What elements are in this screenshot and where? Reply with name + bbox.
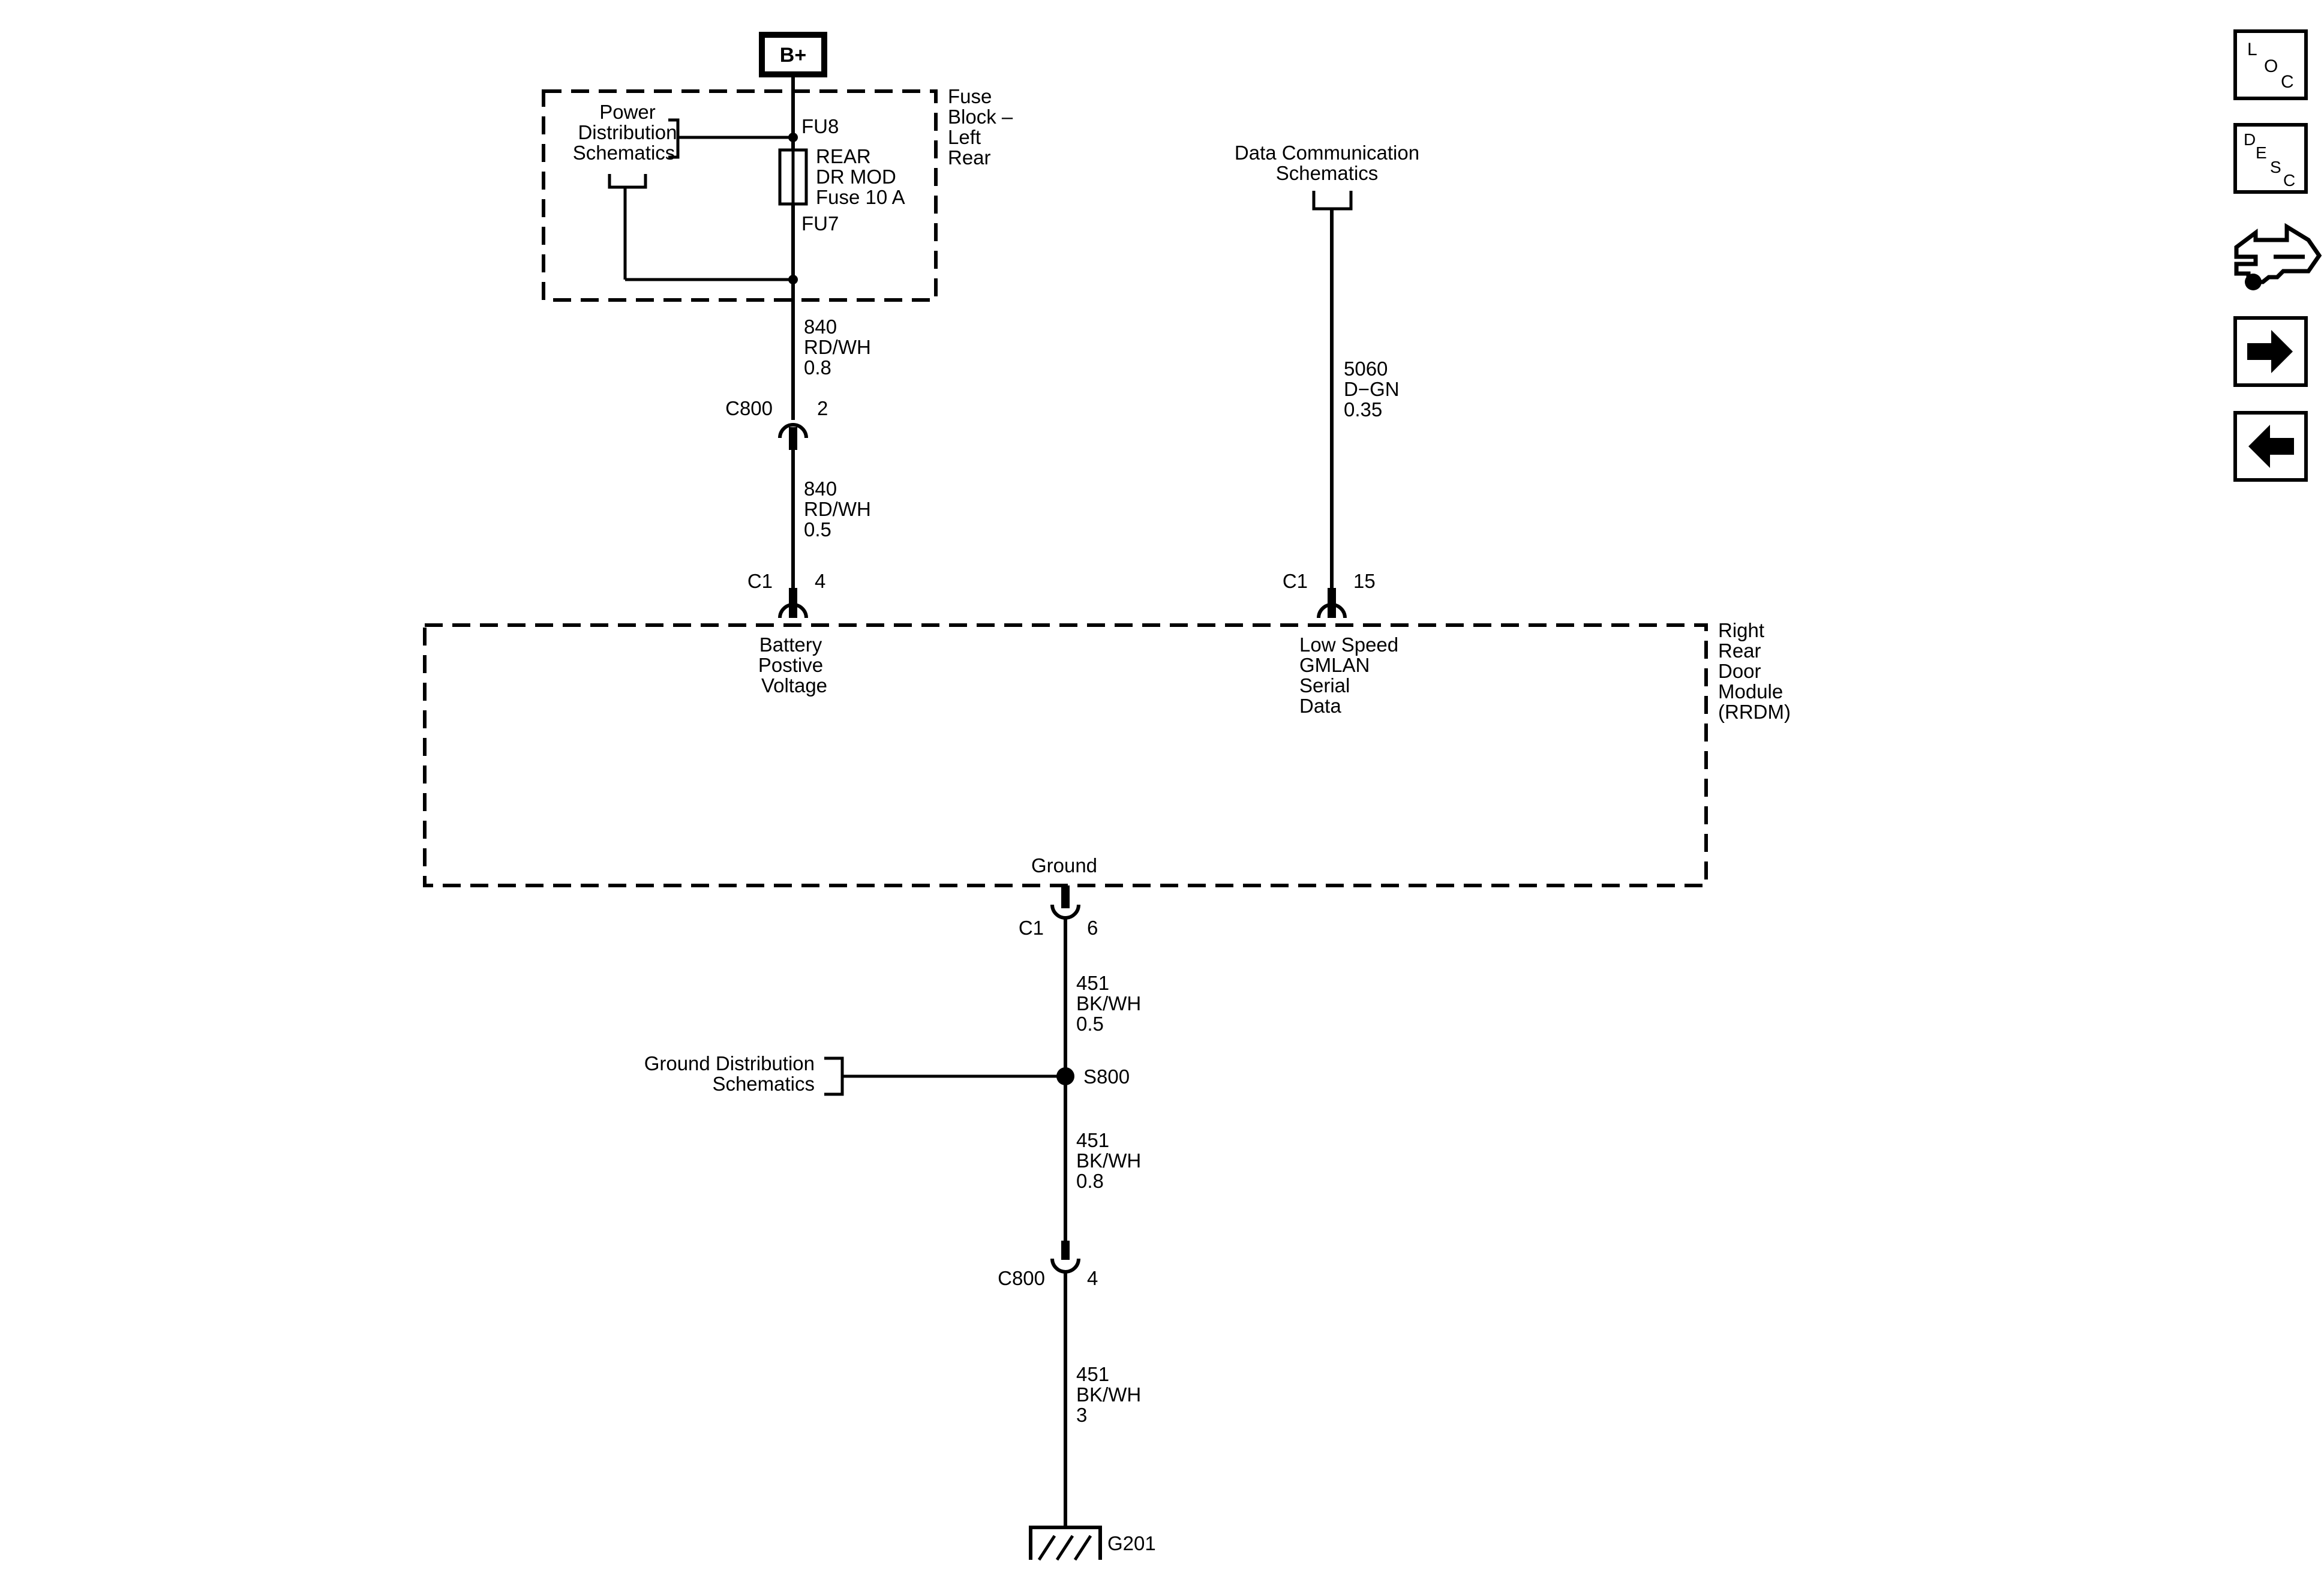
wire-451-label-a: 451 BK/WH 0.5 (1076, 972, 1141, 1035)
svg-text:3: 3 (1076, 1404, 1087, 1426)
rrdm-pin-low-speed-gmlan: Low Speed GMLAN Serial Data (1299, 634, 1398, 717)
svg-text:Battery: Battery (759, 634, 822, 656)
splice-s800 (1056, 1067, 1074, 1085)
svg-text:Right: Right (1718, 619, 1764, 641)
fuse-label: REAR DR MOD Fuse 10 A (816, 145, 905, 208)
svg-text:451: 451 (1076, 1363, 1109, 1385)
svg-text:L: L (2247, 40, 2257, 59)
svg-text:451: 451 (1076, 1129, 1109, 1151)
svg-text:C1: C1 (747, 570, 773, 592)
svg-text:0.8: 0.8 (1076, 1170, 1104, 1192)
svg-text:C800: C800 (725, 397, 773, 419)
svg-text:Module: Module (1718, 680, 1783, 703)
svg-text:C1: C1 (1283, 570, 1308, 592)
next-button[interactable] (2233, 316, 2308, 387)
svg-text:Distribution: Distribution (578, 121, 677, 143)
svg-text:Left: Left (948, 126, 981, 148)
svg-text:GMLAN: GMLAN (1299, 654, 1370, 676)
rrdm-pin-battery-positive: Battery Postive Voltage (758, 634, 827, 697)
svg-text:4: 4 (1087, 1267, 1098, 1289)
location-button[interactable]: L O C (2233, 29, 2308, 100)
svg-text:0.5: 0.5 (1076, 1013, 1104, 1035)
svg-text:840: 840 (804, 478, 837, 500)
svg-text:Low Speed: Low Speed (1299, 634, 1398, 656)
svg-text:BK/WH: BK/WH (1076, 992, 1141, 1014)
svg-text:Door: Door (1718, 660, 1761, 682)
ground-label: G201 (1107, 1532, 1156, 1554)
fuse-terminal-fu8: FU8 (801, 115, 839, 137)
fuse-block-outline (542, 89, 938, 302)
svg-text:0.35: 0.35 (1344, 398, 1382, 421)
wire-5060-label: 5060 D−GN 0.35 (1344, 358, 1400, 421)
svg-text:REAR: REAR (816, 145, 871, 167)
svg-text:DR MOD: DR MOD (816, 166, 896, 188)
connector-c1-pin4[interactable]: C1 4 (747, 570, 826, 619)
svg-text:Rear: Rear (948, 146, 991, 169)
ground-distribution-link[interactable]: Ground Distribution Schematics (644, 1052, 815, 1095)
svg-text:4: 4 (815, 570, 825, 592)
svg-text:15: 15 (1353, 570, 1376, 592)
battery-label: B+ (780, 44, 806, 67)
svg-text:(RRDM): (RRDM) (1718, 701, 1791, 723)
svg-text:Voltage: Voltage (761, 674, 827, 697)
power-distribution-link[interactable]: Power Distribution Schematics (573, 101, 677, 164)
connector-end-view-icon[interactable] (2234, 223, 2322, 290)
svg-text:Data: Data (1299, 695, 1341, 717)
svg-text:Power: Power (599, 101, 656, 123)
svg-text:Data Communication: Data Communication (1235, 142, 1419, 164)
connector-c800-pin4[interactable]: C800 4 (998, 1241, 1098, 1289)
svg-text:451: 451 (1076, 972, 1109, 994)
svg-text:5060: 5060 (1344, 358, 1388, 380)
description-button[interactable]: D E S C (2233, 123, 2308, 194)
svg-text:O: O (2264, 56, 2278, 76)
svg-text:C: C (2281, 72, 2294, 92)
svg-text:Schematics: Schematics (573, 142, 675, 164)
connector-c1-pin15[interactable]: C1 15 (1283, 570, 1376, 619)
svg-text:0.5: 0.5 (804, 518, 831, 541)
arrow-right-icon (2247, 330, 2293, 373)
rrdm-pin-ground: Ground (1031, 854, 1097, 876)
svg-text:Fuse: Fuse (948, 85, 992, 107)
svg-text:C: C (2283, 171, 2295, 190)
wire-451-label-c: 451 BK/WH 3 (1076, 1363, 1141, 1426)
ground-g201-icon (1029, 1526, 1102, 1561)
svg-text:Ground Distribution: Ground Distribution (644, 1052, 815, 1074)
arrow-left-icon (2248, 425, 2294, 468)
connector-c800-pin2[interactable]: C800 2 (725, 397, 828, 450)
svg-text:BK/WH: BK/WH (1076, 1383, 1141, 1406)
battery-positive-terminal: B+ (759, 32, 827, 77)
connector-c1-pin6[interactable]: C1 6 (1019, 885, 1098, 939)
wire-451-label-b: 451 BK/WH 0.8 (1076, 1129, 1141, 1192)
svg-text:S: S (2270, 158, 2281, 176)
svg-text:C1: C1 (1019, 917, 1044, 939)
rrdm-module-outline (423, 623, 1708, 887)
wire-840-label-upper: 840 RD/WH 0.8 (804, 316, 871, 379)
svg-text:D: D (2244, 130, 2256, 149)
svg-text:RD/WH: RD/WH (804, 336, 871, 358)
svg-text:0.8: 0.8 (804, 356, 831, 379)
svg-text:Schematics: Schematics (712, 1073, 815, 1095)
svg-text:6: 6 (1087, 917, 1098, 939)
svg-text:D−GN: D−GN (1344, 378, 1400, 400)
svg-text:840: 840 (804, 316, 837, 338)
splice-label: S800 (1083, 1065, 1130, 1088)
svg-text:Fuse 10 A: Fuse 10 A (816, 186, 905, 208)
svg-text:2: 2 (817, 397, 828, 419)
svg-text:Schematics: Schematics (1276, 162, 1379, 184)
rrdm-module-label: Right Rear Door Module (RRDM) (1718, 619, 1791, 723)
wire-840-label-lower: 840 RD/WH 0.5 (804, 478, 871, 541)
svg-text:Block –: Block – (948, 106, 1013, 128)
svg-text:Rear: Rear (1718, 640, 1761, 662)
svg-text:E: E (2256, 143, 2267, 162)
svg-text:RD/WH: RD/WH (804, 498, 871, 520)
data-communication-link[interactable]: Data Communication Schematics (1235, 142, 1419, 184)
svg-text:C800: C800 (998, 1267, 1045, 1289)
svg-text:BK/WH: BK/WH (1076, 1149, 1141, 1172)
fuse-block-label: Fuse Block – Left Rear (948, 85, 1013, 169)
fuse-terminal-fu7: FU7 (801, 212, 839, 235)
previous-button[interactable] (2233, 411, 2308, 482)
svg-text:Serial: Serial (1299, 674, 1350, 697)
svg-text:Postive: Postive (758, 654, 823, 676)
